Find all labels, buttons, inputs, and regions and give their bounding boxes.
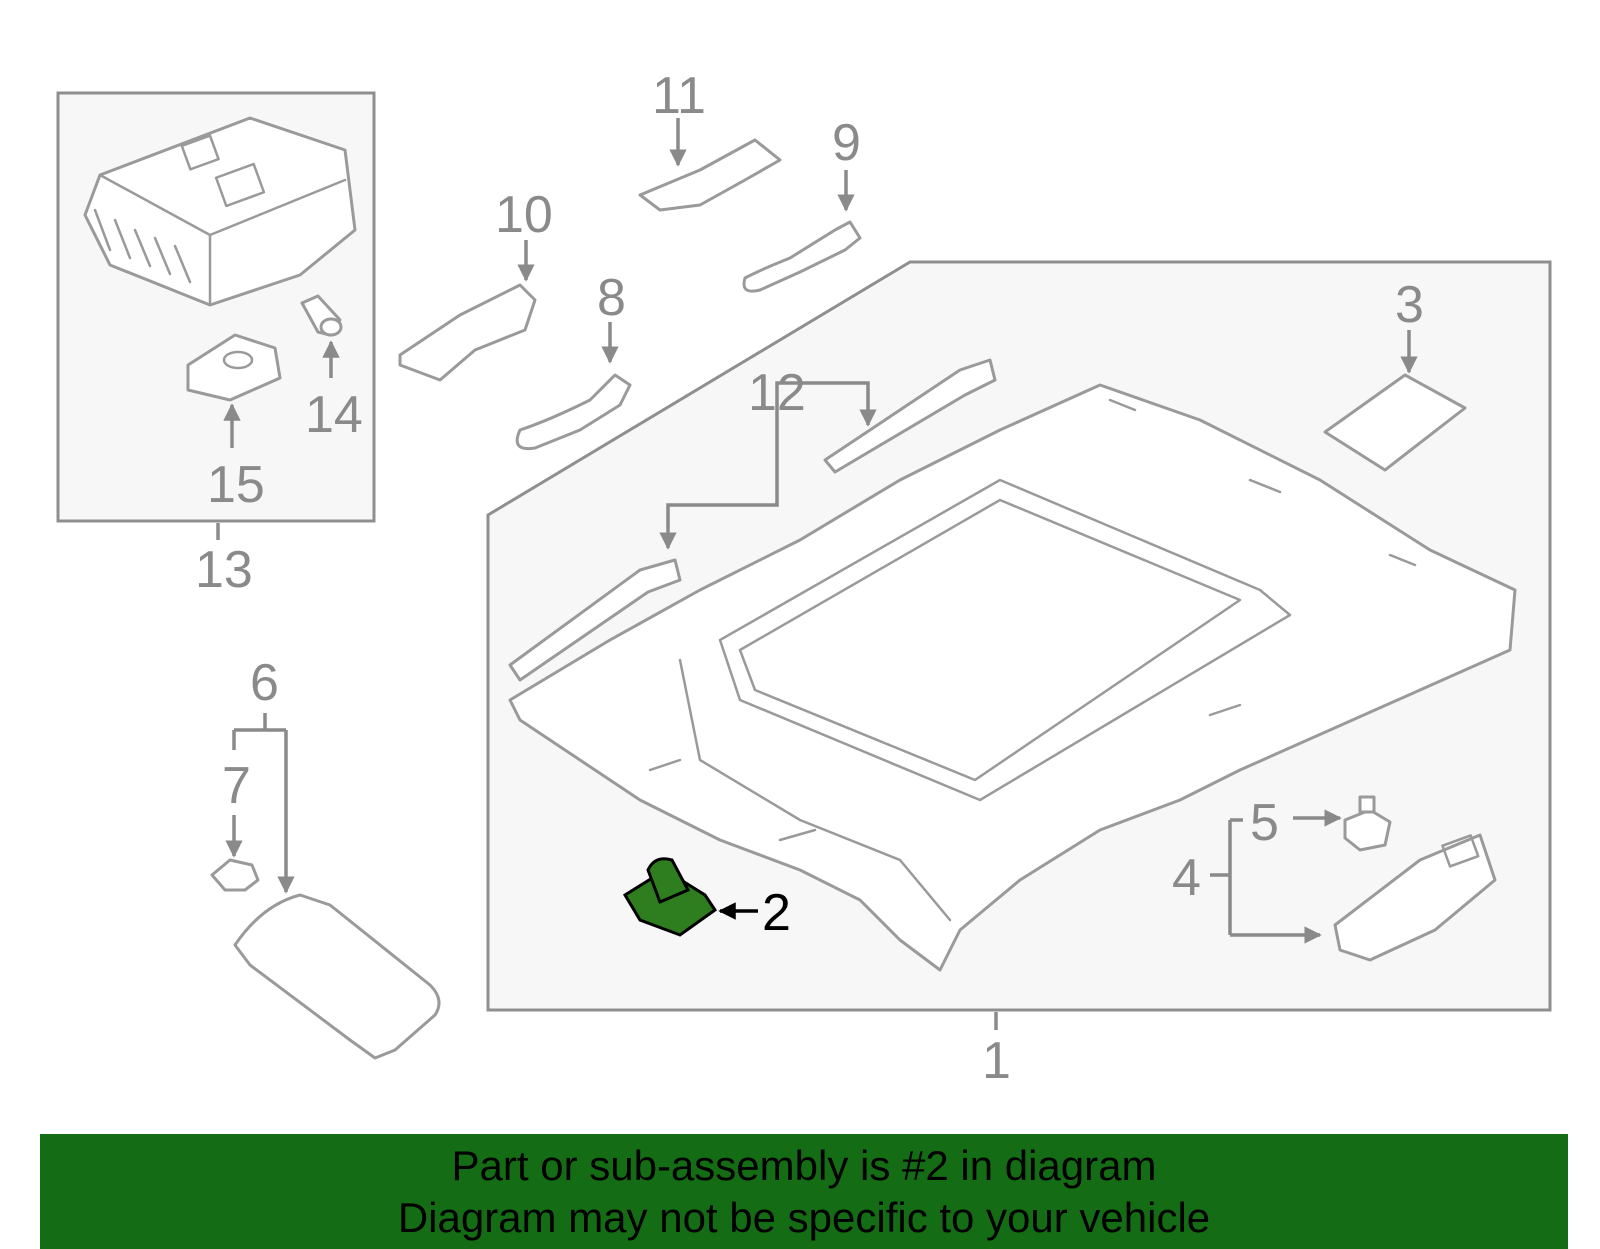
callout-2: 2 — [762, 884, 791, 942]
banner-line-2: Diagram may not be specific to your vehi… — [397, 1193, 1211, 1241]
callout-3: 3 — [1395, 276, 1424, 334]
info-banner: Part or sub-assembly is #2 in diagram Di… — [40, 1134, 1568, 1249]
callout-7: 7 — [222, 757, 251, 815]
grab-handle-part — [515, 373, 632, 451]
bracket-part — [508, 358, 997, 682]
callout-10: 10 — [495, 186, 553, 244]
callout-4: 4 — [1172, 849, 1201, 907]
callout-15: 15 — [207, 456, 265, 514]
pad-part — [1323, 373, 1467, 472]
callout-13: 13 — [195, 541, 253, 599]
bracket-part — [638, 138, 782, 212]
leader-lines — [216, 118, 1418, 1030]
callout-5: 5 — [1250, 794, 1279, 852]
callout-11: 11 — [652, 67, 706, 125]
lens-part — [186, 333, 282, 402]
callout-1: 1 — [982, 1032, 1011, 1090]
overhead-console-part — [83, 116, 357, 307]
highlighted-clip-part — [622, 857, 718, 937]
parts-diagram: 11 9 10 8 12 3 14 15 13 6 7 5 4 1 2 — [56, 67, 1552, 1090]
callout-12: 12 — [748, 364, 806, 422]
callout-8: 8 — [597, 269, 626, 327]
bracket-part — [398, 283, 537, 382]
lamp-assembly-part — [1333, 833, 1497, 962]
visor-clip-part — [210, 858, 260, 892]
callout-6: 6 — [250, 654, 279, 712]
bulb-part — [300, 294, 343, 337]
headliner-part — [508, 383, 1517, 972]
clip-part — [1343, 795, 1392, 852]
banner-line-1: Part or sub-assembly is #2 in diagram — [451, 1141, 1157, 1189]
callout-9: 9 — [832, 114, 861, 172]
callout-14: 14 — [305, 386, 363, 444]
grab-handle-part — [742, 220, 862, 293]
sun-visor-part — [233, 893, 441, 1060]
